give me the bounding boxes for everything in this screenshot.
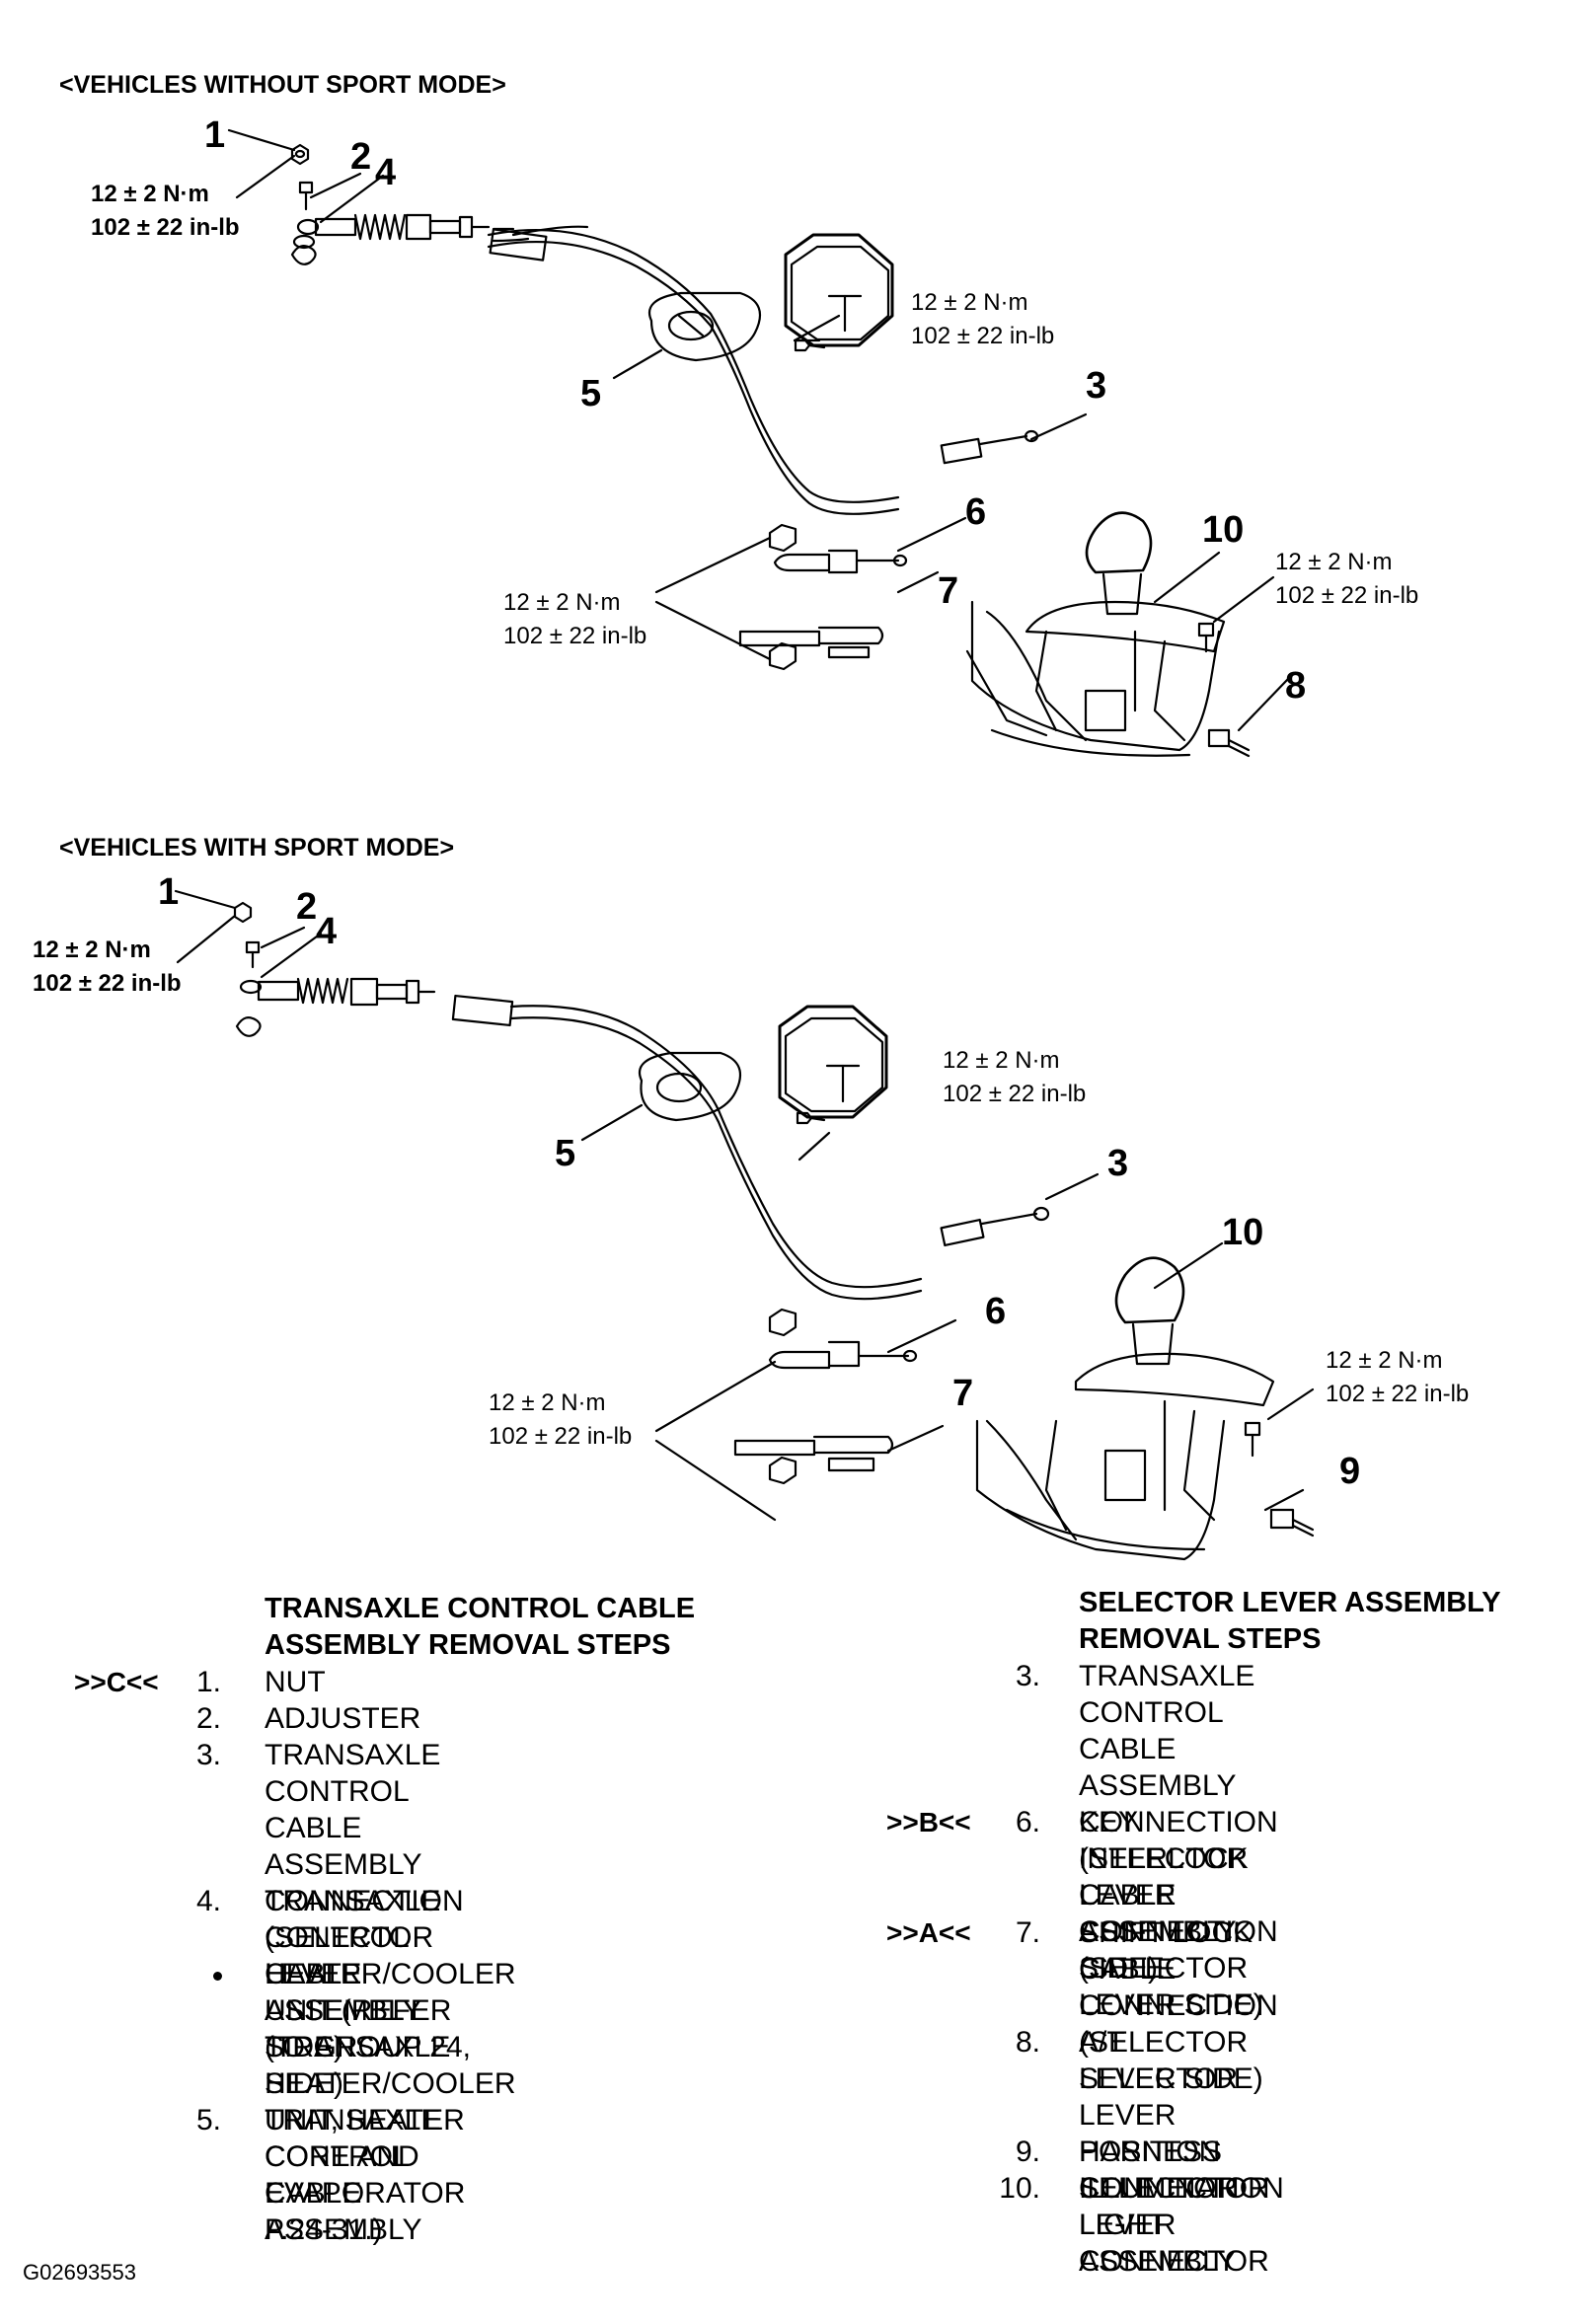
torque-value-inlb: 102 ± 22 in-lb	[911, 323, 1055, 349]
step-text: ADJUSTER	[265, 1702, 421, 1735]
step-text: NUT	[265, 1666, 326, 1698]
step-text: TRANSAXLE CONTROL CABLE ASSEMBLY CONNECT…	[1079, 1660, 1278, 1985]
step-number: 2.	[195, 1702, 221, 1735]
step-text: TRANSAXLE CONTROL CABLE ASSEMBLY	[265, 2104, 441, 2246]
callout-6: 6	[965, 491, 987, 533]
step-number: 5.	[195, 2104, 221, 2137]
torque-value-inlb: 102 ± 22 in-lb	[943, 1081, 1087, 1107]
torque-value-nm: 12 ± 2 N·m	[943, 1047, 1060, 1074]
step-marker: >>A<<	[886, 1917, 971, 1948]
callout-1: 1	[204, 114, 226, 156]
callout-3: 3	[1107, 1143, 1129, 1184]
bullet-icon	[213, 1972, 222, 1981]
torque-spec: 12 ± 2 N·m 102 ± 22 in-lb	[503, 586, 646, 653]
callout-7: 7	[952, 1373, 974, 1414]
callout-10: 10	[1202, 509, 1245, 551]
callout-5: 5	[555, 1133, 576, 1174]
torque-value-nm: 12 ± 2 N·m	[503, 589, 621, 616]
step-number: 3.	[195, 1739, 221, 1771]
step-text: A/T SELECTOR LEVER POSITION ILLUMINATION…	[1079, 2026, 1284, 2278]
step-number: 6.	[1015, 1806, 1040, 1838]
callout-10: 10	[1222, 1212, 1264, 1253]
torque-value-nm: 12 ± 2 N·m	[1326, 1347, 1443, 1374]
torque-value-nm: 12 ± 2 N·m	[91, 181, 209, 207]
torque-value-inlb: 102 ± 22 in-lb	[1326, 1381, 1470, 1407]
callout-2: 2	[296, 886, 318, 928]
left-steps-title: TRANSAXLE CONTROL CABLE ASSEMBLY REMOVAL…	[265, 1591, 695, 1664]
section-heading-without-sport: <VEHICLES WITHOUT SPORT MODE>	[59, 71, 506, 99]
callout-5: 5	[580, 373, 602, 414]
step-number: 10.	[999, 2172, 1040, 2205]
callout-4: 4	[316, 911, 338, 952]
step-number: 1.	[195, 1666, 221, 1698]
callout-6: 6	[985, 1291, 1007, 1332]
torque-value-nm: 12 ± 2 N·m	[911, 289, 1028, 316]
left-steps-title-line: TRANSAXLE CONTROL CABLE	[265, 1593, 696, 1624]
torque-spec: 12 ± 2 N·m 102 ± 22 in-lb	[911, 286, 1054, 353]
torque-spec: 12 ± 2 N·m 102 ± 22 in-lb	[489, 1387, 632, 1454]
torque-value-nm: 12 ± 2 N·m	[489, 1389, 606, 1416]
step-marker: >>B<<	[886, 1807, 971, 1837]
callout-1: 1	[158, 871, 180, 913]
callout-4: 4	[375, 152, 397, 193]
step-text: SELECTOR LEVER ASSEMBLY	[1079, 2172, 1239, 2278]
callout-9: 9	[1339, 1451, 1361, 1492]
right-steps-title-line: REMOVAL STEPS	[1079, 1623, 1322, 1655]
step-number: 8.	[1015, 2026, 1040, 2059]
torque-value-nm: 12 ± 2 N·m	[1275, 549, 1393, 575]
torque-value-inlb: 102 ± 22 in-lb	[33, 970, 182, 997]
torque-spec: 12 ± 2 N·m 102 ± 22 in-lb	[91, 178, 240, 245]
step-text: TRANSAXLE CONTROL CABLE ASSEMBLY (TRANSA…	[265, 1885, 451, 2100]
torque-value-inlb: 102 ± 22 in-lb	[503, 623, 647, 649]
step-text: HEATER/COOLER UNIT (REFER TO GROUP 24, H…	[265, 1958, 516, 2246]
callout-3: 3	[1086, 365, 1107, 407]
torque-value-inlb: 102 ± 22 in-lb	[91, 214, 240, 241]
step-text: TRANSAXLE CONTROL CABLE ASSEMBLY CONNECT…	[265, 1739, 464, 2063]
right-steps-title-line: SELECTOR LEVER ASSEMBLY	[1079, 1587, 1501, 1618]
callout-8: 8	[1285, 665, 1307, 707]
torque-value-inlb: 102 ± 22 in-lb	[489, 1423, 633, 1450]
left-steps-title-line: ASSEMBLY REMOVAL STEPS	[265, 1629, 671, 1661]
step-text: KEY INTERLOCK CABLE CONNECTION (SELECTOR…	[1079, 1806, 1278, 2021]
torque-spec: 12 ± 2 N·m 102 ± 22 in-lb	[1275, 546, 1418, 613]
step-number: 9.	[1015, 2136, 1040, 2168]
step-number: 7.	[1015, 1916, 1040, 1949]
torque-value-inlb: 102 ± 22 in-lb	[1275, 582, 1419, 609]
torque-value-nm: 12 ± 2 N·m	[33, 937, 151, 963]
torque-spec: 12 ± 2 N·m 102 ± 22 in-lb	[943, 1044, 1086, 1111]
step-number: 4.	[195, 1885, 221, 1917]
step-number: 3.	[1015, 1660, 1040, 1692]
callout-7: 7	[938, 570, 959, 612]
torque-spec: 12 ± 2 N·m 102 ± 22 in-lb	[1326, 1344, 1469, 1411]
torque-spec: 12 ± 2 N·m 102 ± 22 in-lb	[33, 934, 182, 1001]
section-heading-with-sport: <VEHICLES WITH SPORT MODE>	[59, 834, 455, 862]
figure-id: G02693553	[23, 2260, 136, 2285]
right-steps-title: SELECTOR LEVER ASSEMBLY REMOVAL STEPS	[1079, 1585, 1501, 1658]
callout-2: 2	[350, 136, 372, 178]
step-text: SHIFT LOCK CABLE CONNECTION (SELECTOR LE…	[1079, 1916, 1278, 2095]
step-marker: >>C<<	[74, 1667, 159, 1697]
step-text: HARNESS CONNECTOR	[1079, 2136, 1269, 2205]
